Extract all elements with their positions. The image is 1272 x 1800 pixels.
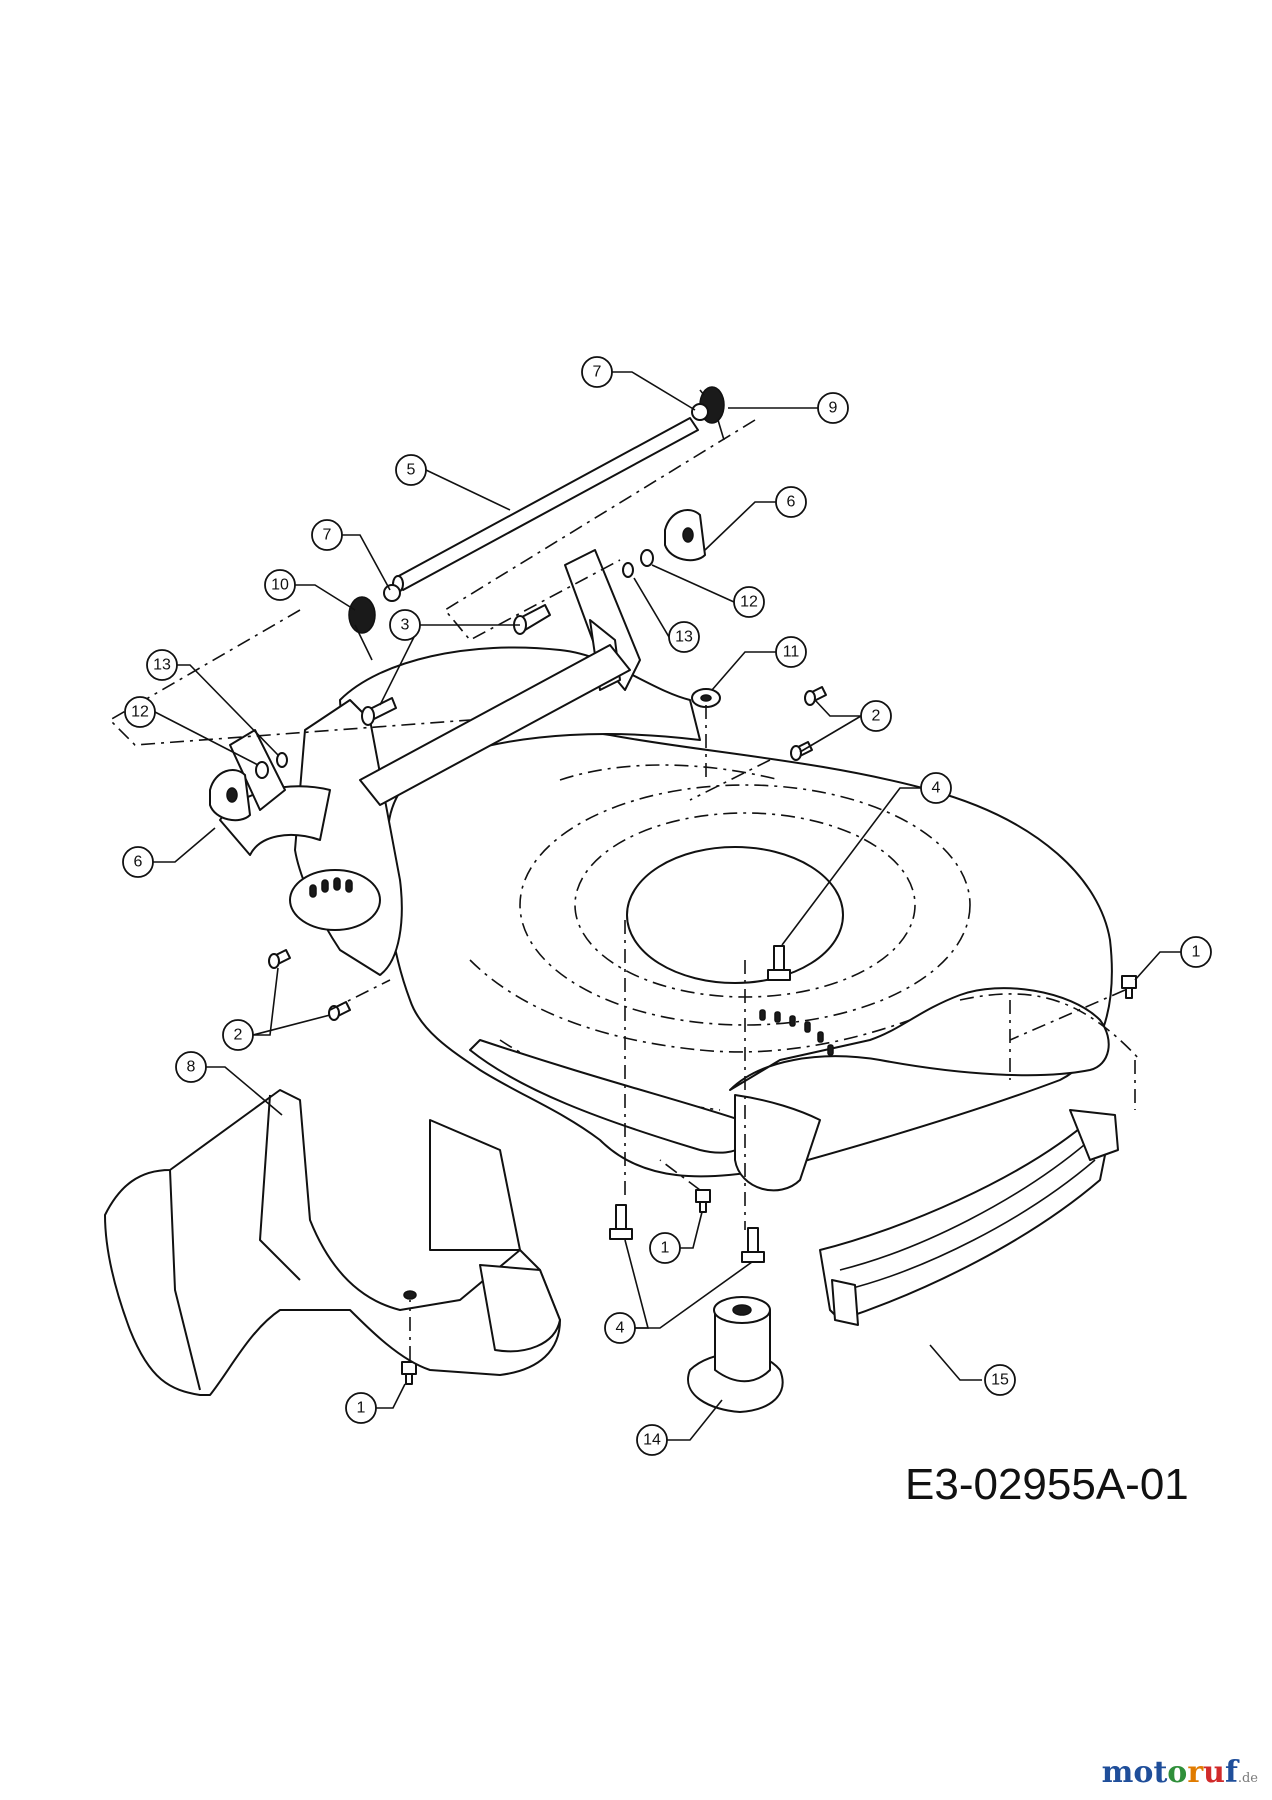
grass-chute [104,1089,561,1396]
rear-flap [819,1109,1119,1326]
bushing-7-right [691,403,709,421]
callout-label: 15 [991,1372,1009,1389]
callout-label: 11 [783,644,800,661]
mower-deck [339,646,1141,1192]
callout-2-lower: 2 [222,1019,254,1051]
rear-axle-tube [359,644,631,806]
callout-label: 6 [134,854,143,871]
callout-label: 12 [131,704,149,721]
callout-6-left: 6 [122,846,154,878]
callout-label: 5 [407,462,416,479]
callout-9: 9 [817,392,849,424]
bolt-2-lower-a [268,949,291,969]
callout-label: 2 [872,708,881,725]
height-adjuster-left [219,699,403,976]
callout-label: 4 [616,1320,625,1337]
callout-label: 9 [829,400,838,417]
callout-8: 8 [175,1051,207,1083]
bolt-1-right [1121,975,1137,999]
pin-3-right [513,604,551,635]
callout-label: 1 [661,1240,670,1257]
callout-13-left: 13 [146,649,178,681]
callout-label: 4 [932,780,941,797]
callout-4-upper: 4 [920,772,952,804]
watermark-logo: motoruf.de [1102,1755,1258,1790]
washer-12-right [640,549,654,567]
callout-label: 13 [153,657,171,674]
callout-1-right: 1 [1180,936,1212,968]
callout-2-upper: 2 [860,700,892,732]
bolt-2-upper-a [804,686,827,706]
knob-6-left [209,769,251,822]
bolt-1-lower [401,1361,417,1385]
callout-4-lower: 4 [604,1312,636,1344]
callout-label: 1 [357,1400,366,1417]
bolt-4-lower-b [741,1227,765,1263]
drawing-code: E3-02955A-01 [905,1460,1189,1509]
watermark-letter: o [1167,1755,1188,1790]
washer-13-right [622,562,634,578]
bolt-4-upper [767,945,791,981]
watermark-letter: t [1153,1755,1168,1790]
blade-adapter [687,1296,784,1413]
pin-3-left [361,697,397,726]
washer-13-left [276,752,288,768]
callout-1-lower: 1 [345,1392,377,1424]
callout-12-left: 12 [124,696,156,728]
callout-label: 1 [1192,944,1201,961]
callout-label: 7 [323,527,332,544]
callout-7-left: 7 [311,519,343,551]
torsion-spring-left [348,596,376,661]
watermark-letter: u [1203,1755,1225,1790]
callout-1-middle: 1 [649,1232,681,1264]
watermark-letter: r [1187,1755,1204,1790]
watermark-letter: o [1133,1755,1154,1790]
callout-3: 3 [389,609,421,641]
callout-label: 7 [593,364,602,381]
callout-12-right: 12 [733,586,765,618]
callout-label: 3 [401,617,410,634]
callout-7-top: 7 [581,356,613,388]
callout-6-right: 6 [775,486,807,518]
callout-label: 8 [187,1059,196,1076]
callout-13-right: 13 [668,621,700,653]
watermark-letter: f [1224,1755,1238,1790]
bushing-7-left [383,584,401,602]
callout-5: 5 [395,454,427,486]
watermark-letter: m [1101,1755,1134,1790]
callout-label: 2 [234,1027,243,1044]
bolt-4-lower-a [609,1204,633,1240]
callout-label: 6 [787,494,796,511]
knob-6-right [664,509,706,562]
washer-12-left [255,761,269,779]
callout-label: 13 [675,629,693,646]
bolt-2-upper-b [790,741,813,761]
callout-label: 10 [271,577,289,594]
callout-label: 12 [740,594,758,611]
callout-10: 10 [264,569,296,601]
bushing-11 [691,688,721,708]
callout-14: 14 [636,1424,668,1456]
callout-11: 11 [775,636,807,668]
callout-15: 15 [984,1364,1016,1396]
watermark-suffix: .de [1237,1771,1258,1786]
callout-label: 14 [643,1432,661,1449]
bolt-1-middle [695,1189,711,1213]
